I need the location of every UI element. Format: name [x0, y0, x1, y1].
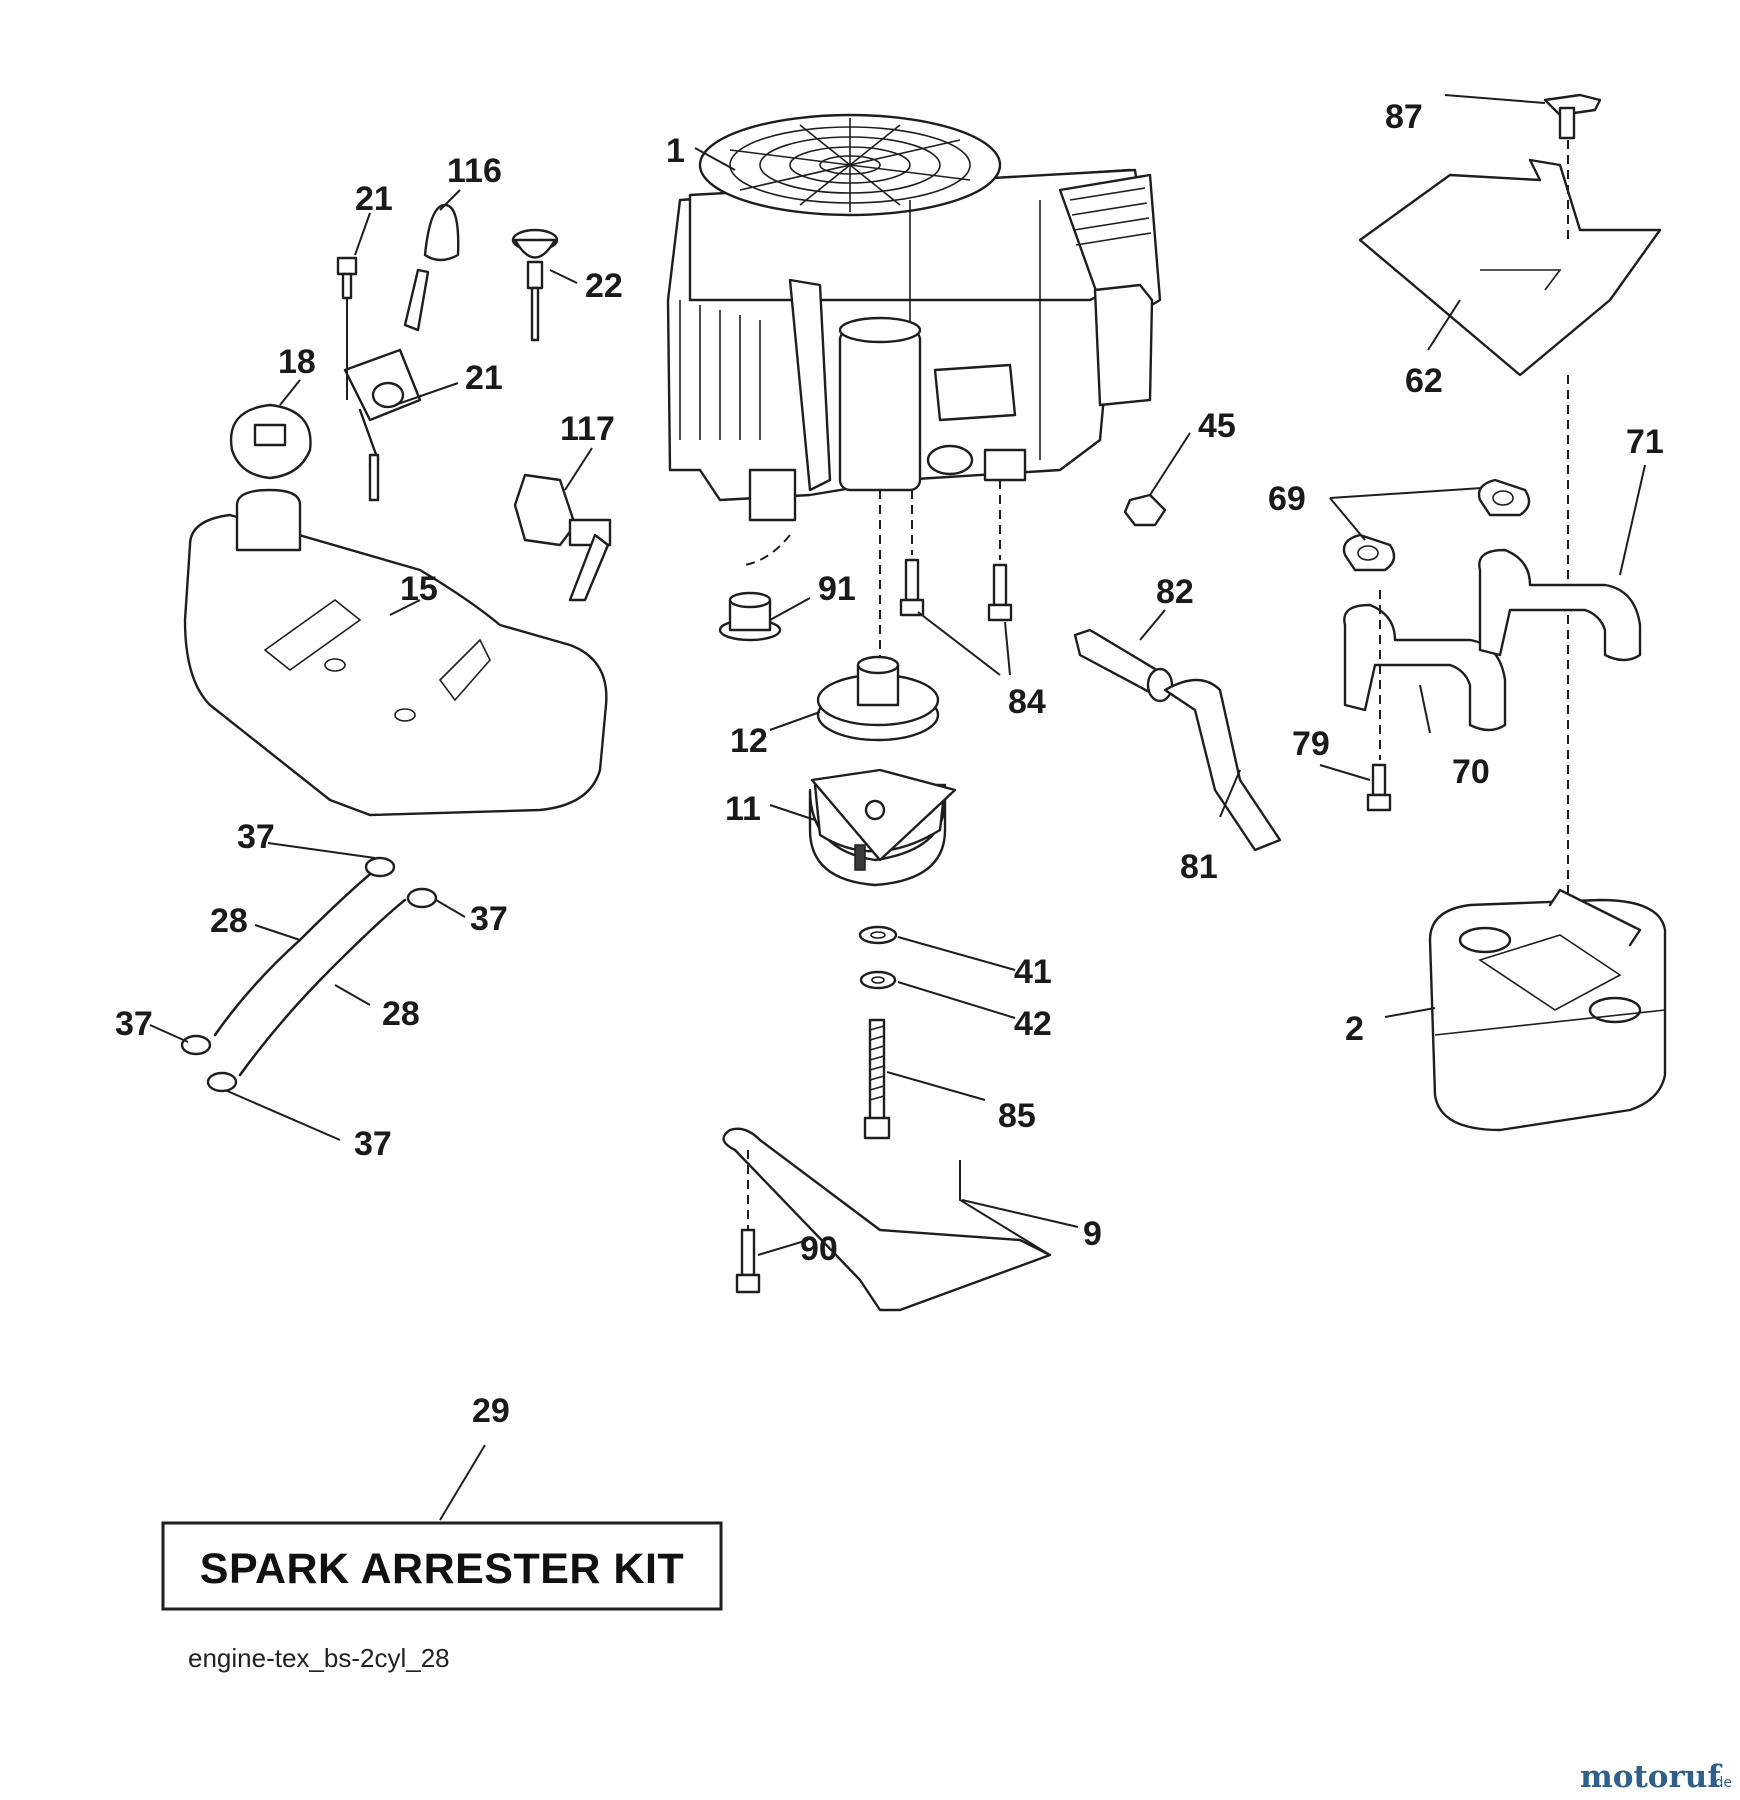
- fuel-line-parts: [213, 868, 407, 1077]
- bolt-85-part: [863, 1018, 891, 1140]
- gasket-parts: [1342, 478, 1531, 572]
- callout-clamp-1: 37: [237, 818, 275, 856]
- callout-fuel-valve: 117: [560, 410, 615, 448]
- engine-illustration: [666, 113, 1162, 522]
- callout-washer-42: 42: [1014, 1005, 1052, 1043]
- callout-clamp-4: 37: [354, 1125, 392, 1163]
- nut-45-part: [1123, 493, 1167, 527]
- callout-numbers: 1 2 9 11 12 15 18 21 21 22 28 28 29 37 3…: [115, 98, 1664, 1430]
- watermark-logo: motoruf: [1580, 1759, 1722, 1795]
- callout-oil-drain-tube: 81: [1180, 848, 1218, 886]
- callout-heat-shield: 62: [1405, 362, 1443, 400]
- callout-pto-clutch: 11: [725, 790, 761, 828]
- leader-lines: [149, 94, 1646, 1521]
- pulley-part: [816, 655, 940, 742]
- hose-clamp-parts: [180, 856, 438, 1093]
- exhaust-pipe-right-part: [1478, 548, 1642, 662]
- fuel-valve-part: [513, 473, 612, 602]
- watermark-suffix: .de: [1710, 1775, 1732, 1791]
- clutch-rod-part: [722, 1127, 1052, 1312]
- diagram-caption: engine-tex_bs-2cyl_28: [188, 1643, 450, 1673]
- bolt-79-part: [1366, 763, 1392, 812]
- muffler-part: [1428, 888, 1667, 1132]
- choke-knob-part: [511, 228, 559, 342]
- oil-drain-valve-part: [1073, 628, 1174, 703]
- callout-throttle-knob: 116: [447, 152, 502, 190]
- callout-exhaust-pipe-left: 70: [1452, 753, 1490, 791]
- screw-21-part: [336, 256, 358, 400]
- callout-spark-kit: 29: [472, 1392, 510, 1430]
- spark-arrester-kit-box: SPARK ARRESTER KIT: [161, 1521, 723, 1611]
- callout-pulley: 12: [730, 722, 768, 760]
- throttle-control-part: [343, 268, 430, 502]
- callout-muffler: 2: [1345, 1010, 1364, 1048]
- callout-gasket: 69: [1268, 480, 1306, 518]
- washer-parts: [858, 925, 898, 990]
- heat-shield-part: [1358, 158, 1662, 377]
- pto-clutch-part: [808, 768, 957, 887]
- watermark: motoruf .de: [1580, 1759, 1732, 1795]
- callout-bolt-90: 90: [800, 1230, 838, 1268]
- callout-oil-drain-valve: 82: [1156, 573, 1194, 611]
- callout-shield-bolt: 87: [1385, 98, 1423, 136]
- fuel-cap-part: [229, 403, 312, 480]
- callout-bolt-85: 85: [998, 1097, 1036, 1135]
- throttle-knob-part: [423, 203, 460, 262]
- callout-screw-bracket: 21: [465, 359, 503, 397]
- callout-washer-41: 41: [1014, 953, 1052, 991]
- callout-fuel-cap: 18: [278, 343, 316, 381]
- callout-clamp-2: 37: [470, 900, 508, 938]
- fuel-tank-part: [183, 488, 608, 817]
- spark-arrester-kit-label: SPARK ARRESTER KIT: [200, 1545, 684, 1593]
- bolt-84-parts: [899, 558, 1013, 622]
- bolt-90-part: [735, 1150, 761, 1294]
- callout-choke-knob: 22: [585, 267, 623, 305]
- bushing-part: [718, 591, 782, 642]
- callout-bushing: 91: [818, 570, 856, 608]
- callout-fuel-line-a: 28: [210, 902, 248, 940]
- callout-nut-45: 45: [1198, 407, 1236, 445]
- callout-exhaust-pipe-right: 71: [1626, 423, 1664, 461]
- callout-bolt-84: 84: [1008, 683, 1046, 721]
- callout-engine: 1: [666, 132, 685, 170]
- exhaust-pipe-left-part: [1343, 603, 1507, 732]
- callout-fuel-line-b: 28: [382, 995, 420, 1033]
- oil-drain-tube-part: [1163, 678, 1282, 852]
- callout-bolt-79: 79: [1292, 725, 1330, 763]
- shield-bolt-part: [1543, 93, 1602, 140]
- callout-clamp-3: 37: [115, 1005, 153, 1043]
- callout-clutch-rod: 9: [1083, 1215, 1102, 1253]
- callout-screw-top: 21: [355, 180, 393, 218]
- callout-fuel-tank: 15: [400, 570, 438, 608]
